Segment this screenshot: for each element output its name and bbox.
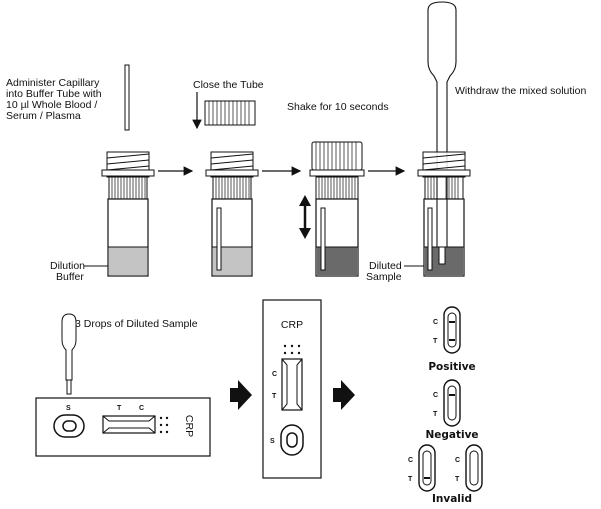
administer-line-3: 10 µl Whole Blood / bbox=[6, 99, 97, 111]
result-strip-3: C T Invalid bbox=[408, 444, 472, 505]
block-arrow-icon bbox=[230, 380, 252, 410]
result-window bbox=[102, 415, 156, 434]
administer-line-2: into Buffer Tube with bbox=[6, 88, 102, 100]
tube-4 bbox=[417, 151, 471, 277]
strip-test-mark: T bbox=[408, 476, 413, 483]
cassette-horizontal: S T C CRP bbox=[35, 397, 211, 457]
shake-arrow-icon bbox=[299, 195, 311, 239]
capillary-icon bbox=[124, 64, 130, 131]
strip-test-mark: T bbox=[455, 476, 460, 483]
tube-cap-floating bbox=[204, 100, 256, 126]
result-label: Negative bbox=[425, 429, 478, 441]
tube-3 bbox=[309, 141, 365, 277]
cassette-name: CRP bbox=[281, 319, 303, 331]
strip-control-mark: C bbox=[433, 392, 438, 399]
strip-window bbox=[469, 450, 479, 486]
result-strip-2: C T Negative bbox=[425, 379, 479, 441]
dilution-buffer-label-2: Buffer bbox=[56, 271, 84, 283]
strip-control-mark: C bbox=[455, 457, 460, 464]
step-administer-text: Administer Capillary into Buffer Tube wi… bbox=[6, 77, 102, 122]
sample-mark: S bbox=[66, 405, 71, 412]
result-strip-1: C T Positive bbox=[428, 306, 476, 373]
strip-test-mark: T bbox=[433, 411, 438, 418]
control-mark: C bbox=[139, 405, 144, 412]
tube-1 bbox=[101, 151, 155, 277]
vertical-test-mark: T bbox=[272, 393, 277, 400]
result-strip-4: CT bbox=[455, 444, 483, 492]
vertical-sample-mark: S bbox=[270, 438, 275, 445]
result-label: Invalid bbox=[432, 493, 472, 505]
strip-control-mark: C bbox=[433, 319, 438, 326]
diluted-sample-label-2: Sample bbox=[366, 271, 402, 283]
vertical-control-mark: C bbox=[272, 371, 277, 378]
dropper-small-icon bbox=[61, 313, 77, 395]
cassette-name-rotated: CRP bbox=[183, 415, 195, 437]
withdraw-label: Withdraw the mixed solution bbox=[455, 85, 586, 97]
dilution-buffer-label-1: Dilution bbox=[50, 260, 85, 272]
vertical-result-window bbox=[281, 358, 303, 411]
capillary-in-tube bbox=[216, 207, 222, 271]
shake-label: Shake for 10 seconds bbox=[287, 101, 389, 113]
block-arrow-icon bbox=[333, 380, 355, 410]
administer-line-1: Administer Capillary bbox=[6, 77, 100, 89]
cassette-vertical: CRP C T S bbox=[262, 299, 322, 479]
close-tube-label: Close the Tube bbox=[193, 79, 264, 91]
diluted-sample-label-1: Diluted bbox=[369, 260, 402, 272]
strip-window bbox=[422, 450, 432, 486]
strip-window bbox=[447, 385, 457, 421]
administer-line-4: Serum / Plasma bbox=[6, 110, 81, 122]
tube-cap bbox=[311, 141, 363, 171]
strip-window bbox=[447, 312, 457, 348]
dilution-buffer-liquid bbox=[109, 247, 147, 275]
result-label: Positive bbox=[428, 361, 475, 373]
drops-label: 3 Drops of Diluted Sample bbox=[75, 318, 198, 330]
tube-2 bbox=[205, 151, 259, 277]
strip-control-mark: C bbox=[408, 457, 413, 464]
strip-test-mark: T bbox=[433, 338, 438, 345]
test-mark: T bbox=[117, 405, 122, 412]
